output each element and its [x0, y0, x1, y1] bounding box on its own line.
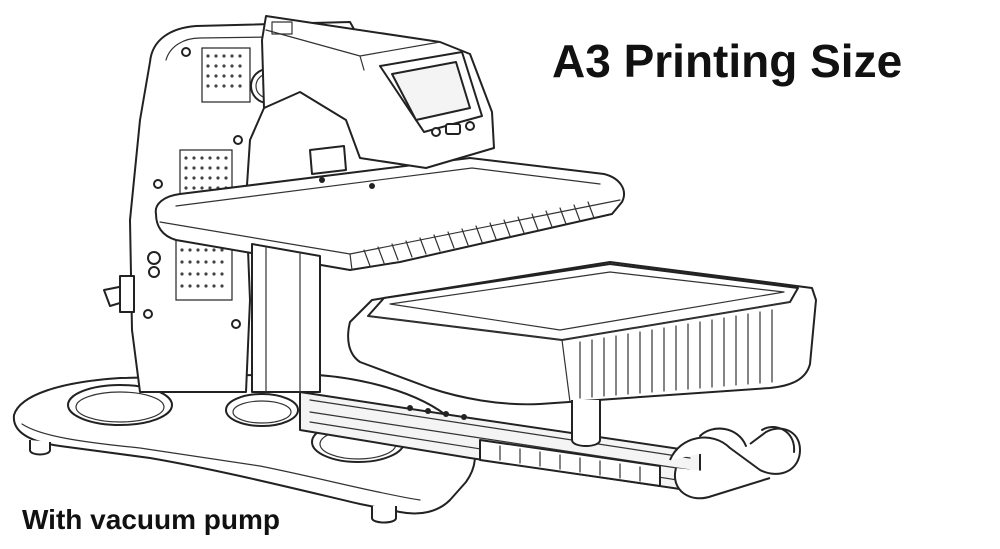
lcd-display-icon [391, 61, 471, 121]
support-column [251, 243, 321, 393]
upper-heat-platen [154, 157, 625, 271]
cup-hole [225, 393, 299, 427]
caption-vacuum-pump: With vacuum pump [22, 504, 280, 535]
drawer-handle [669, 425, 801, 500]
control-head [261, 15, 495, 175]
control-button-icon [465, 121, 475, 131]
lower-platen-tray [347, 261, 817, 447]
side-valve-icon [103, 251, 161, 313]
slide-rail [299, 391, 701, 493]
headline-printing-size: A3 Printing Size [552, 35, 903, 87]
control-button-icon [445, 123, 461, 135]
control-button-icon [431, 127, 441, 137]
